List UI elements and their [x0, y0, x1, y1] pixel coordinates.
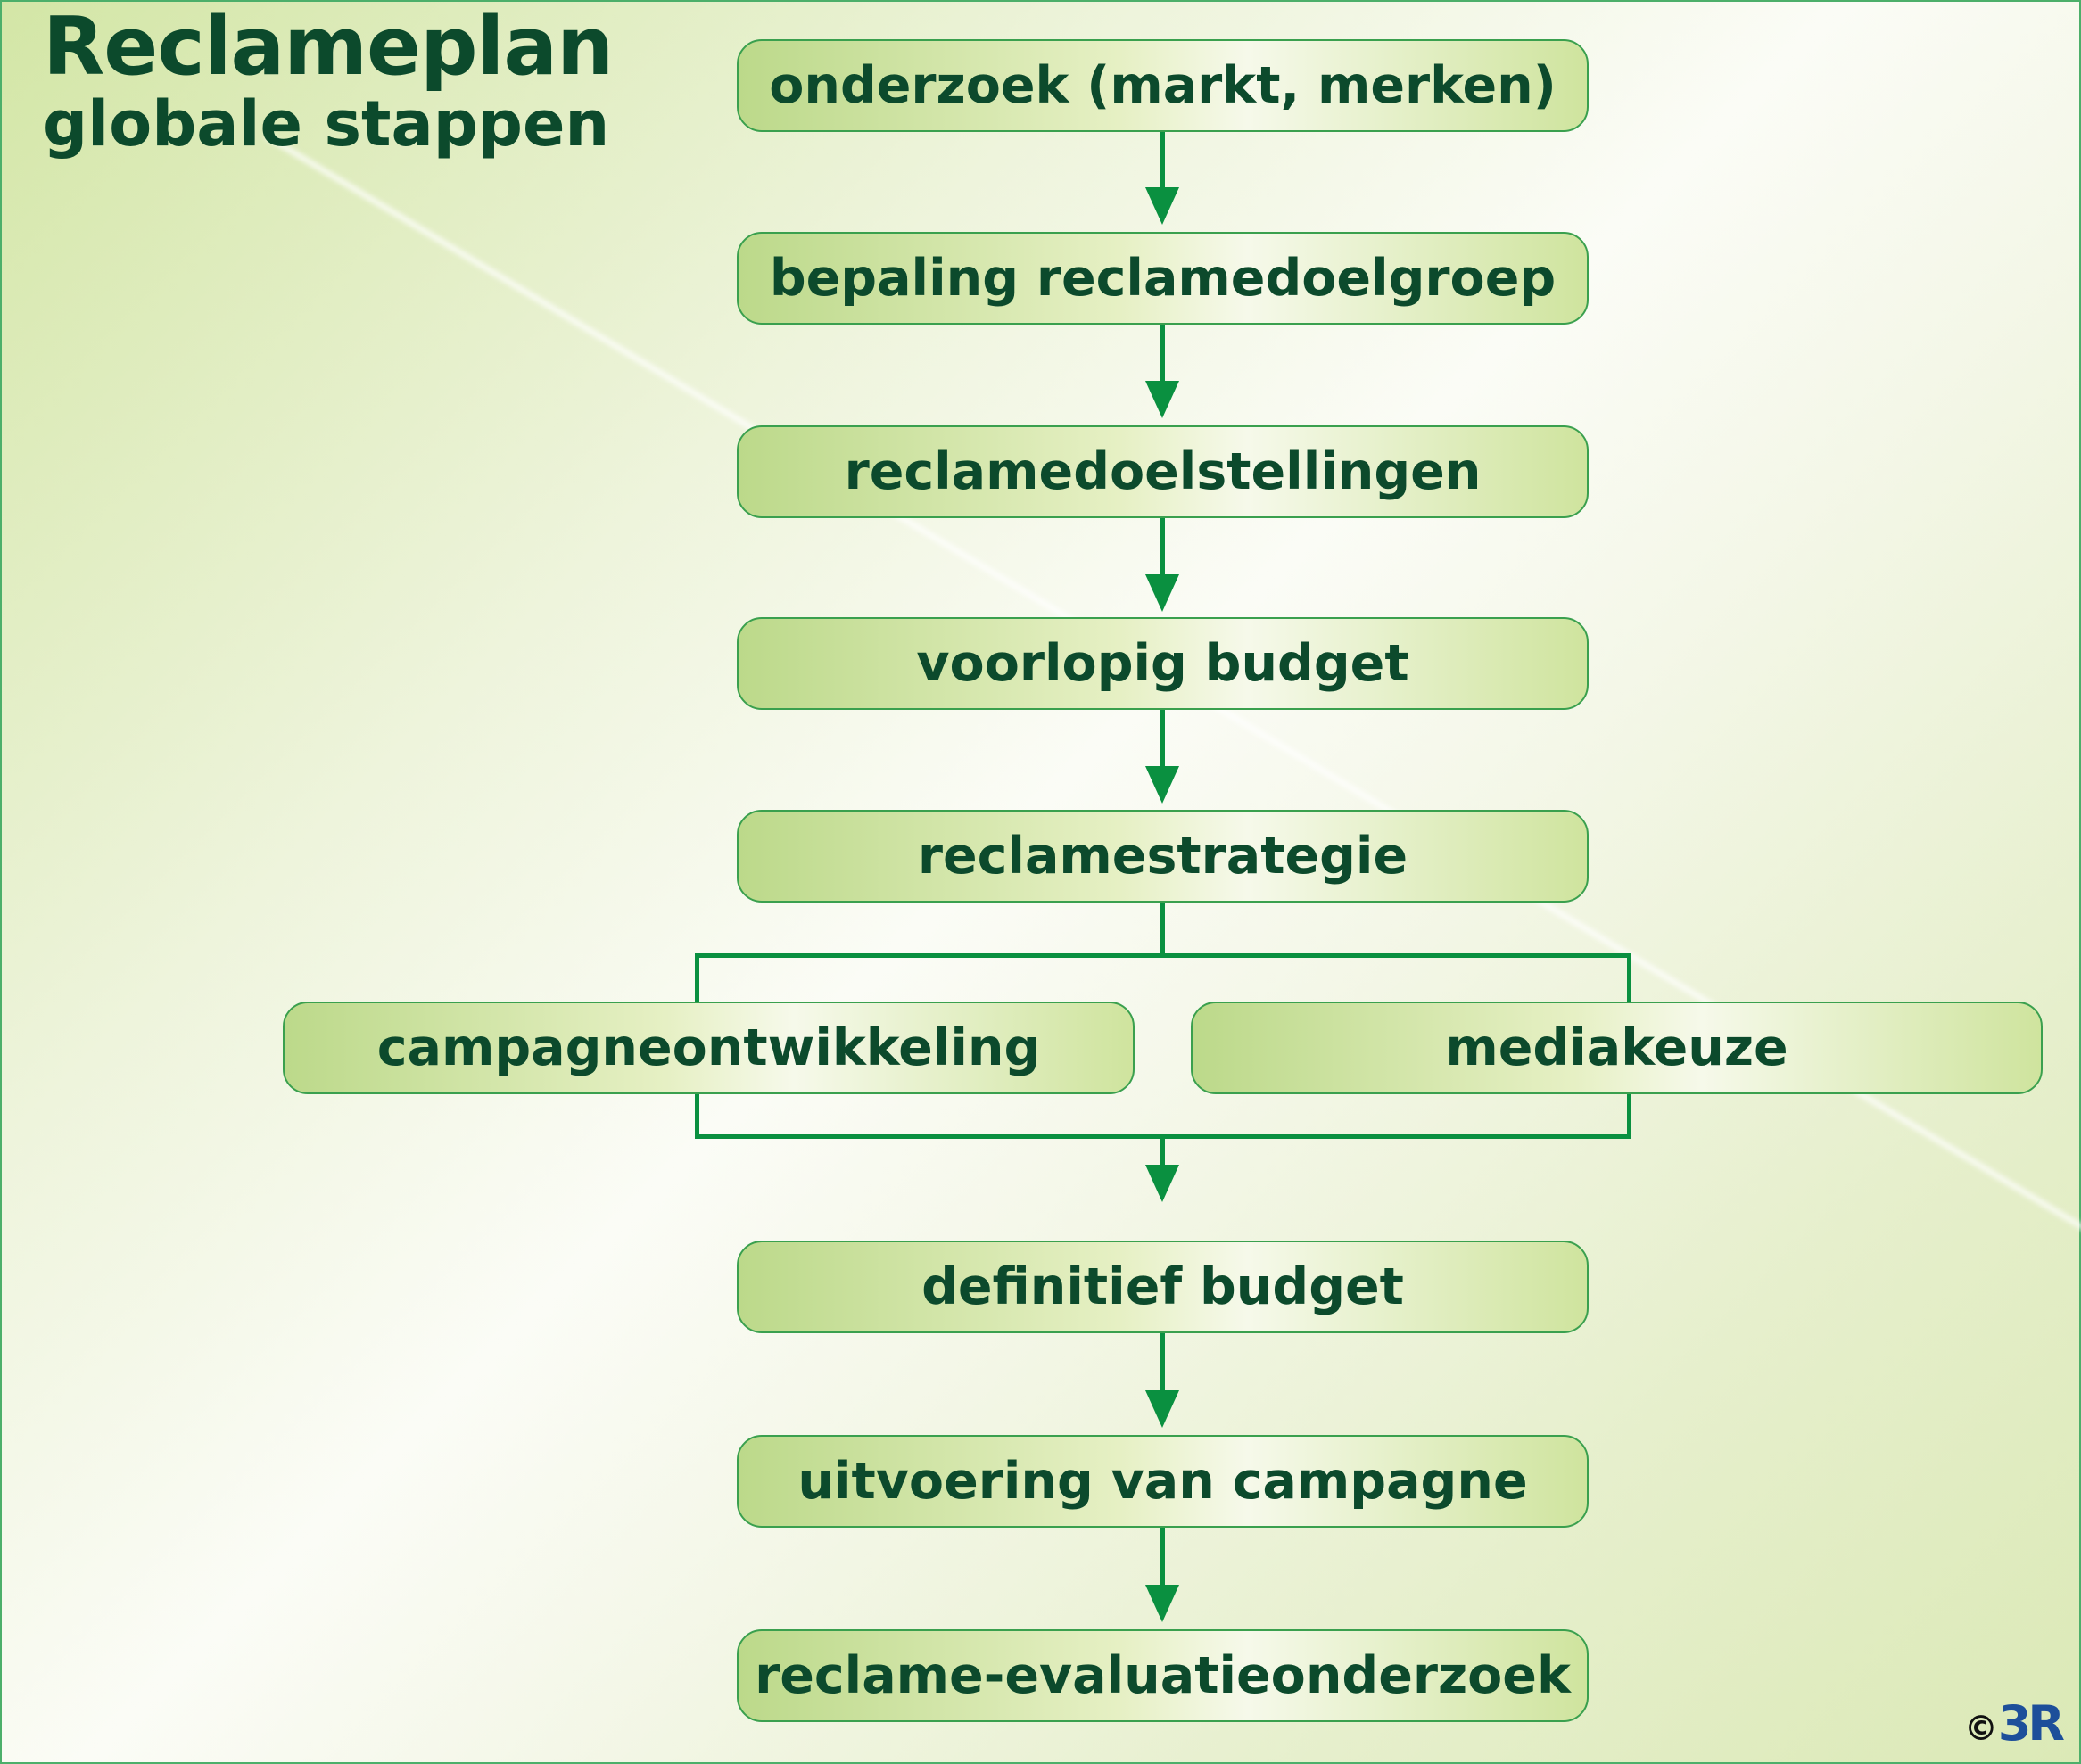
arrow-down-icon — [1145, 381, 1179, 418]
arrow-down-icon — [1145, 1390, 1179, 1428]
step-campagneontwikkeling: campagneontwikkeling — [283, 1002, 1135, 1094]
copyright-logo: © 3R — [1963, 1695, 2065, 1752]
step-reclamestrategie: reclamestrategie — [737, 810, 1589, 903]
step-uitvoering: uitvoering van campagne — [737, 1435, 1589, 1528]
copyright-icon: © — [1963, 1709, 1998, 1748]
step-reclamedoelgroep: bepaling reclamedoelgroep — [737, 232, 1589, 325]
arrow-down-icon — [1145, 574, 1179, 612]
arrow-down-icon — [1145, 1165, 1179, 1202]
step-voorlopig-budget: voorlopig budget — [737, 617, 1589, 710]
arrow-down-icon — [1145, 766, 1179, 804]
branch-line-top — [695, 953, 1631, 958]
arrow-down-icon — [1145, 187, 1179, 225]
connector — [1160, 903, 1165, 956]
connector — [1160, 324, 1165, 381]
connector — [1160, 1333, 1165, 1390]
brand-logo: 3R — [1997, 1695, 2065, 1752]
connector — [1160, 130, 1165, 187]
arrow-down-icon — [1145, 1585, 1179, 1622]
diagram-title: Reclameplan — [43, 0, 614, 94]
diagram-subtitle: globale stappen — [43, 87, 610, 161]
step-evaluatieonderzoek: reclame-evaluatieonderzoek — [737, 1629, 1589, 1722]
step-definitief-budget: definitief budget — [737, 1241, 1589, 1333]
connector — [1160, 517, 1165, 574]
step-reclamedoelstellingen: reclamedoelstellingen — [737, 425, 1589, 518]
step-mediakeuze: mediakeuze — [1191, 1002, 2043, 1094]
connector — [1160, 1139, 1165, 1187]
connector — [1160, 709, 1165, 766]
step-onderzoek: onderzoek (markt, merken) — [737, 39, 1589, 132]
branch-line-bottom — [695, 1134, 1631, 1139]
connector — [1160, 1528, 1165, 1585]
